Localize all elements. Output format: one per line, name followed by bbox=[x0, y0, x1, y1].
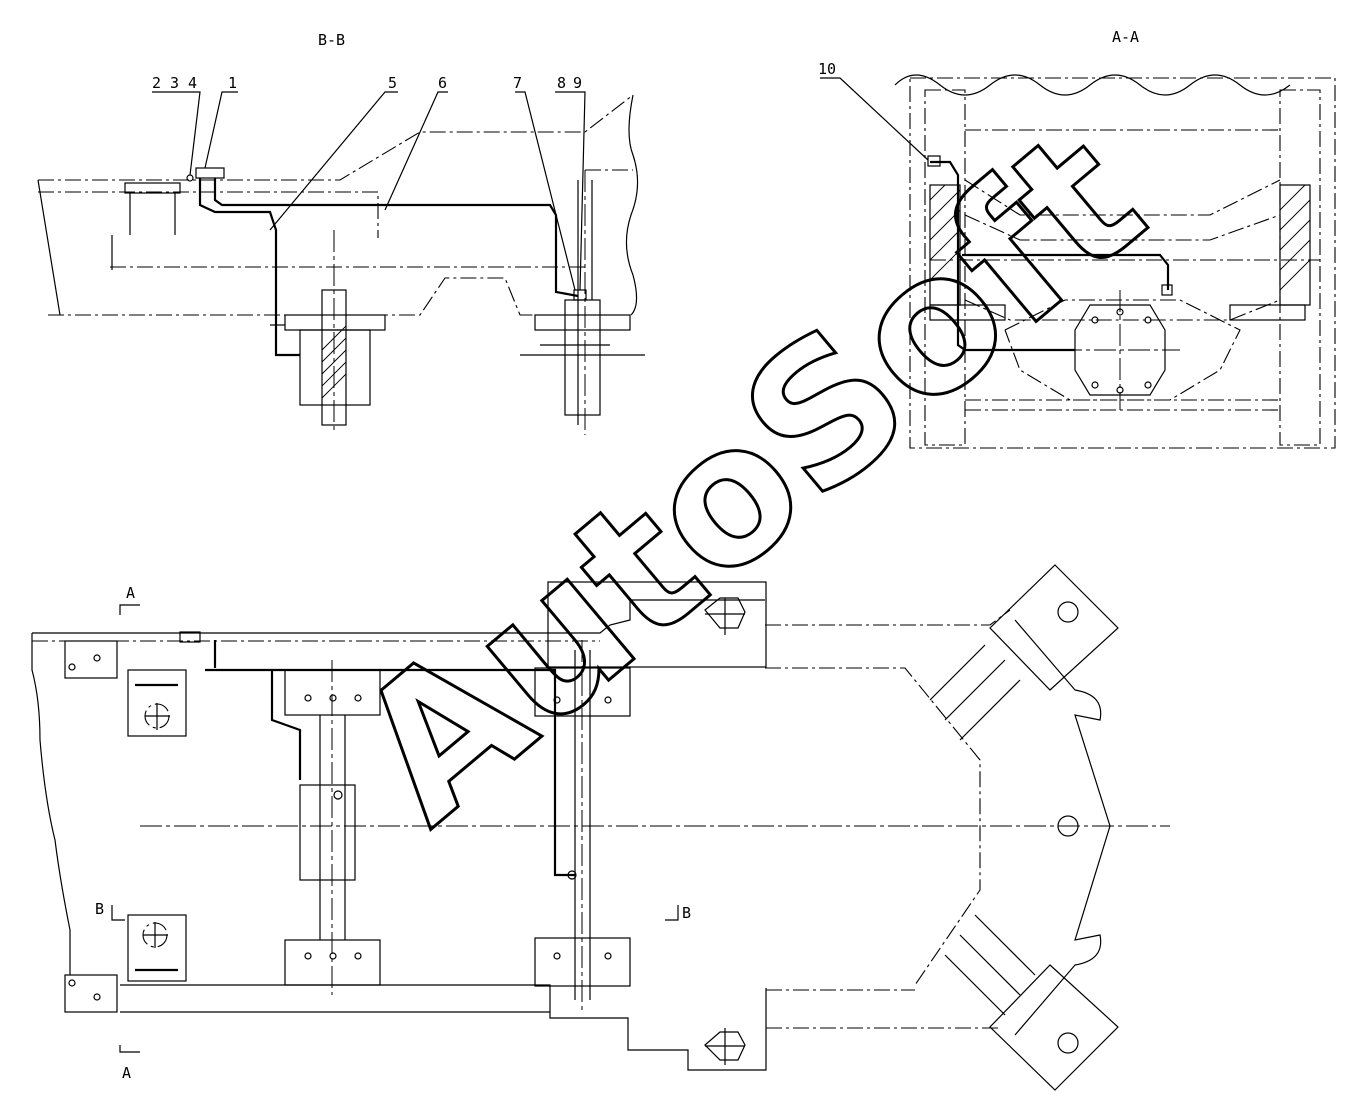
section-aa-view: A-A bbox=[818, 28, 1336, 449]
callout-10: 10 bbox=[818, 60, 836, 78]
callout-1: 1 bbox=[228, 74, 237, 92]
callout-3: 3 bbox=[170, 74, 179, 92]
marker-b-right: B bbox=[682, 904, 691, 922]
callout-8: 8 bbox=[557, 74, 566, 92]
plan-view: A A B B bbox=[31, 564, 1170, 1091]
section-bb-title: B-B bbox=[318, 31, 345, 49]
callout-5: 5 bbox=[388, 74, 397, 92]
callout-7: 7 bbox=[513, 74, 522, 92]
callout-2: 2 bbox=[152, 74, 161, 92]
section-aa-title: A-A bbox=[1112, 28, 1139, 46]
marker-b-left: B bbox=[95, 900, 104, 918]
marker-a-bottom: A bbox=[122, 1064, 131, 1082]
callout-6: 6 bbox=[438, 74, 447, 92]
section-bb-view: B-B bbox=[37, 31, 645, 435]
marker-a-top: A bbox=[126, 584, 135, 602]
callout-4: 4 bbox=[188, 74, 197, 92]
callout-9: 9 bbox=[573, 74, 582, 92]
